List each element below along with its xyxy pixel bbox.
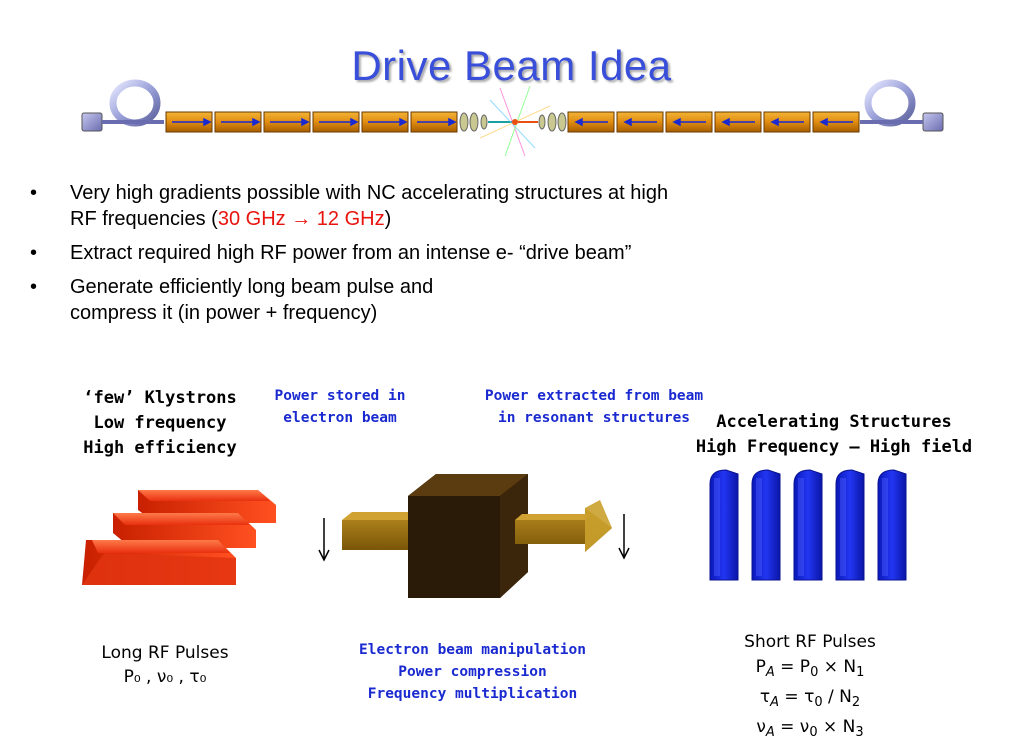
label-line: Power stored in [274,388,406,404]
bullet-text: Very high gradients possible with NC acc… [70,182,669,204]
power-extracted-label: Power extracted from beam in resonant st… [460,385,728,429]
accelerating-structures-icon [709,469,907,581]
eq-part: 1 [856,665,865,680]
short-pulses-title: Short RF Pulses [744,632,876,652]
eq-part: 2 [851,695,861,710]
bullet-item: • Very high gradients possible with NC a… [30,180,668,232]
bullet-dot-icon: • [30,242,38,264]
bullet-text: ) [384,208,392,230]
eq-part: × N [818,657,857,677]
bullet-list: • Very high gradients possible with NC a… [30,180,668,334]
short-pulses-eq2: τA = τ0 / N2 [720,685,900,715]
label-line: High Frequency – High field [695,437,973,457]
eq-part: 0 [814,695,823,710]
long-pulses-title: Long RF Pulses [101,643,229,663]
bullet-dot-icon: • [30,182,38,204]
eq-part: 0 [810,665,819,680]
eq-part: 3 [855,725,864,740]
manipulation-label: Electron beam manipulation Power compres… [330,639,615,705]
down-arrow-icon [318,518,330,562]
short-pulses-block: Short RF Pulses PA = P0 × N1 τA = τ0 / N… [720,630,900,745]
eq-part: = P [774,657,811,677]
bullet-text: compress it (in power + frequency) [70,302,378,324]
eq-part: 0 [809,725,818,740]
eq-part: A [770,695,780,710]
bullet-item: • Generate efficiently long beam pulse a… [30,274,668,326]
eq-part: = τ [779,687,815,707]
compression-box-icon [342,474,612,598]
bullet-text: Generate efficiently long beam pulse and [70,276,434,298]
label-line: Power extracted from beam [484,388,704,404]
accel-label: Accelerating Structures High Frequency –… [688,410,980,460]
label-line: Power compression [398,664,547,680]
beamline-diagram [81,79,944,157]
bullet-text: RF frequencies ( [70,208,218,230]
bullet-text: Extract required high RF power from an i… [70,242,632,264]
eq-part: P [755,657,766,677]
short-pulses-eq3: νA = ν0 × N3 [720,715,900,745]
eq-part: / N [822,687,852,707]
label-line: Frequency multiplication [367,686,578,702]
eq-part: A [765,665,775,680]
label-line: ‘few’ Klystrons [83,388,237,408]
eq-part: A [765,725,775,740]
frequency-highlight: 30 GHz → 12 GHz [217,208,385,230]
bullet-item: • Extract required high RF power from an… [30,240,668,266]
short-pulses-eq1: PA = P0 × N1 [720,655,900,685]
label-line: Low frequency [93,413,227,433]
klystrons-label: ‘few’ Klystrons Low frequency High effic… [60,386,260,461]
eq-part: = ν [774,717,810,737]
klystron-stack-icon [82,490,276,585]
label-line: electron beam [283,410,397,426]
eq-part: τ [759,687,771,707]
long-pulses-block: Long RF Pulses P₀ , ν₀ , τ₀ [70,641,260,689]
slide-title: Drive Beam Idea [351,42,672,89]
down-arrow-icon [618,514,630,560]
label-line: Electron beam manipulation [359,642,586,658]
label-line: in resonant structures [497,410,691,426]
long-pulses-params: P₀ , ν₀ , τ₀ [123,667,207,687]
eq-part: ν [756,717,766,737]
label-line: Accelerating Structures [716,412,952,432]
eq-part: × N [817,717,856,737]
label-line: High efficiency [83,438,237,458]
bullet-dot-icon: • [30,276,38,298]
power-stored-label: Power stored in electron beam [250,385,430,429]
